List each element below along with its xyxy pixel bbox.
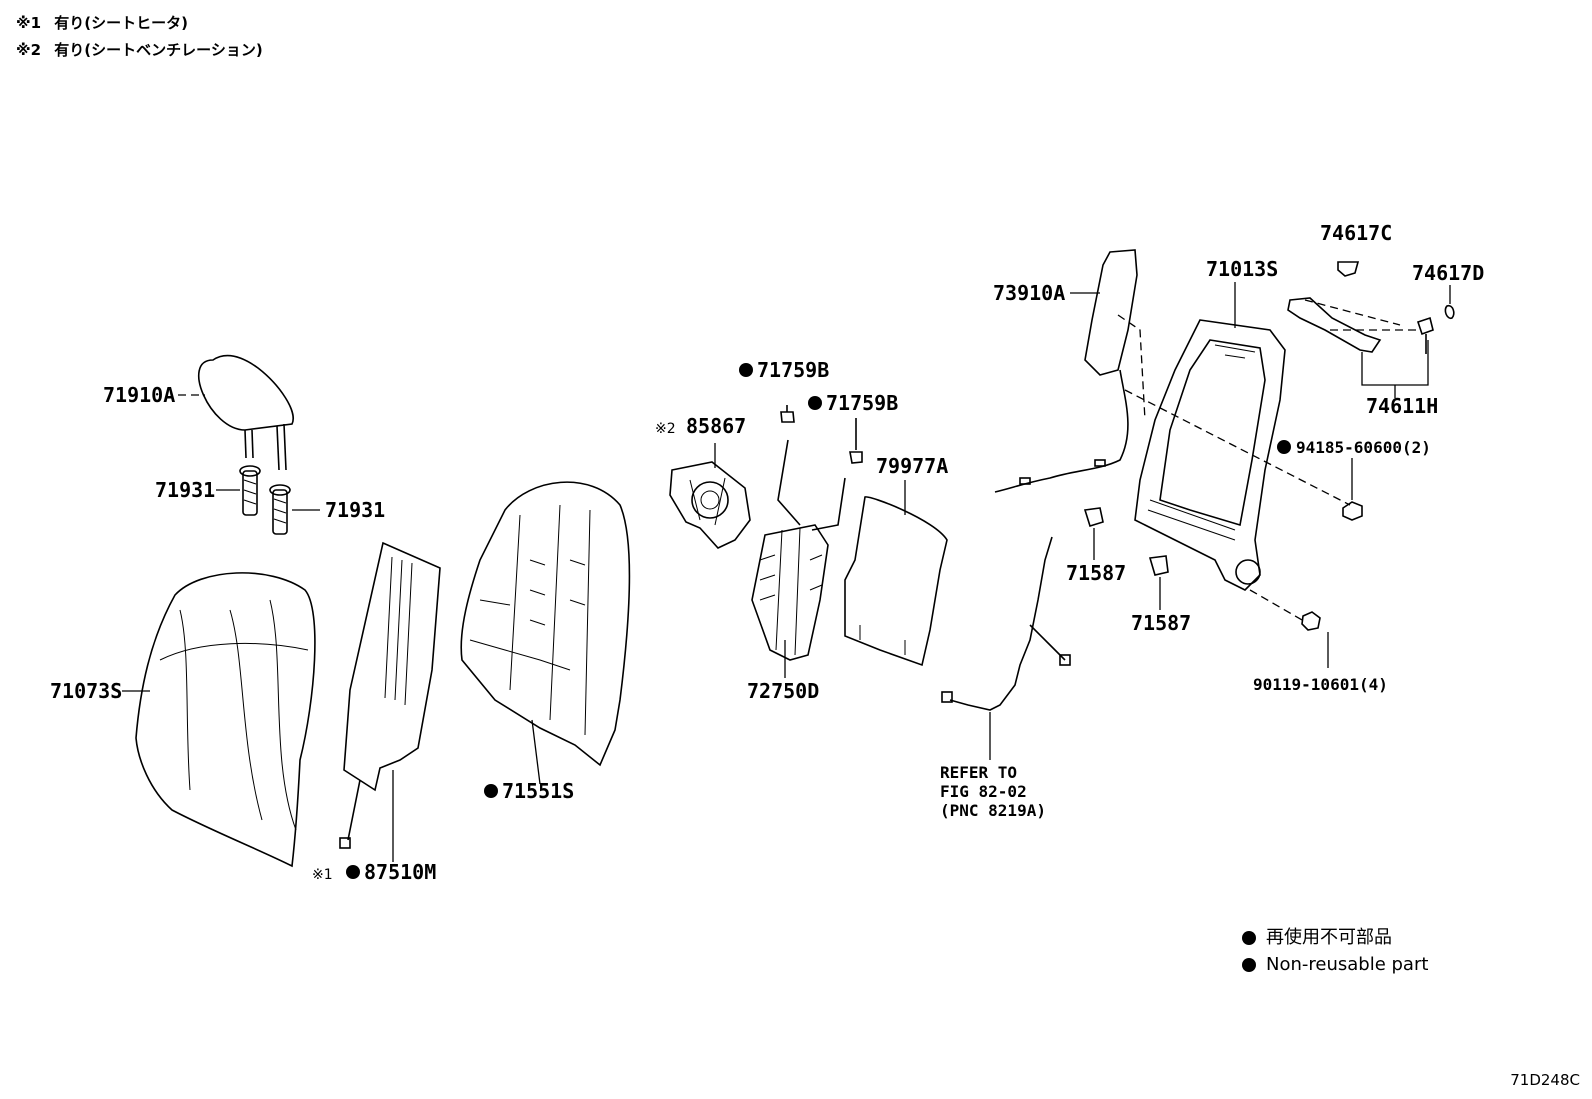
clip-74617D[interactable] (1444, 304, 1455, 320)
legend-dot-icon (1242, 930, 1256, 945)
label-74611H: 74611H (1366, 394, 1438, 418)
note-1-mark: ※1 (16, 14, 42, 32)
note-2-text: 有り(シートベンチレーション) (54, 41, 263, 59)
non-reusable-dot-71551S (484, 784, 498, 798)
seat-fan-part[interactable] (669, 461, 751, 549)
refer-line-2: FIG 82-02 (940, 782, 1027, 801)
label-94185: 94185-60600(2) (1296, 438, 1431, 457)
bracket-71587-2[interactable] (1148, 555, 1169, 576)
seatback-pad-part[interactable] (460, 481, 631, 767)
seatback-frame-part[interactable] (1134, 319, 1286, 591)
legend-text-en: Non-reusable part (1266, 954, 1429, 975)
backboard-part[interactable] (844, 496, 948, 667)
non-reusable-dot-71759B-1 (739, 363, 753, 377)
assist-grip-part[interactable] (1287, 297, 1434, 354)
label-72750D: 72750D (747, 679, 819, 703)
lumbar-support-part[interactable] (751, 439, 846, 661)
mark-87510M: ※1 (312, 867, 333, 883)
refer-line-3: (PNC 8219A) (940, 801, 1046, 820)
label-71073S: 71073S (50, 679, 122, 703)
nut-94185[interactable] (1342, 501, 1363, 521)
label-71587-2: 71587 (1131, 611, 1191, 635)
legend-dot-icon (1242, 957, 1256, 972)
note-1-text: 有り(シートヒータ) (54, 14, 188, 32)
note-1: ※1 有り(シートヒータ) (16, 10, 263, 37)
legend-item-jp: 再使用不可部品 (1242, 924, 1428, 951)
label-71759B-2: 71759B (826, 391, 898, 415)
seat-heater-part[interactable] (339, 541, 441, 849)
label-71587-1: 71587 (1066, 561, 1126, 585)
legend-item-en: Non-reusable part (1242, 951, 1428, 978)
label-87510M: 87510M (364, 860, 436, 884)
clip-71759B-1[interactable] (780, 405, 795, 423)
label-71910A: 71910A (103, 383, 175, 407)
headrest-guide-left[interactable] (239, 465, 261, 516)
label-79977A: 79977A (876, 454, 948, 478)
bolt-90119[interactable] (1301, 611, 1321, 631)
label-71931-right: 71931 (325, 498, 385, 522)
headrest-part[interactable] (197, 354, 294, 471)
label-74617C: 74617C (1320, 221, 1392, 245)
label-71931-left: 71931 (155, 478, 215, 502)
headrest-guide-right[interactable] (269, 484, 291, 535)
cap-74617C[interactable] (1337, 261, 1360, 277)
label-85867: 85867 (686, 414, 746, 438)
bracket-71587-1[interactable] (1083, 507, 1104, 527)
wire-harness-part[interactable] (941, 536, 1071, 711)
label-71759B-1: 71759B (757, 358, 829, 382)
notes: ※1 有り(シートヒータ) ※2 有り(シートベンチレーション) (16, 10, 263, 64)
seatback-cover-part[interactable] (135, 572, 316, 868)
label-71013S: 71013S (1206, 257, 1278, 281)
refer-line-1: REFER TO (940, 763, 1017, 782)
label-71551S: 71551S (502, 779, 574, 803)
non-reusable-dot-71759B-2 (808, 396, 822, 410)
note-2: ※2 有り(シートベンチレーション) (16, 37, 263, 64)
legend: 再使用不可部品 Non-reusable part (1242, 924, 1428, 978)
non-reusable-dot-87510M (346, 865, 360, 879)
clip-71759B-2[interactable] (849, 418, 863, 464)
label-90119: 90119-10601(4) (1253, 675, 1388, 694)
legend-text-jp: 再使用不可部品 (1266, 927, 1392, 948)
non-reusable-dot-94185 (1277, 440, 1291, 454)
label-74617D: 74617D (1412, 261, 1484, 285)
note-2-mark: ※2 (16, 41, 42, 59)
figure-code: 71D248C (1510, 1071, 1580, 1089)
mark-85867: ※2 (655, 421, 676, 437)
label-73910A: 73910A (993, 281, 1065, 305)
